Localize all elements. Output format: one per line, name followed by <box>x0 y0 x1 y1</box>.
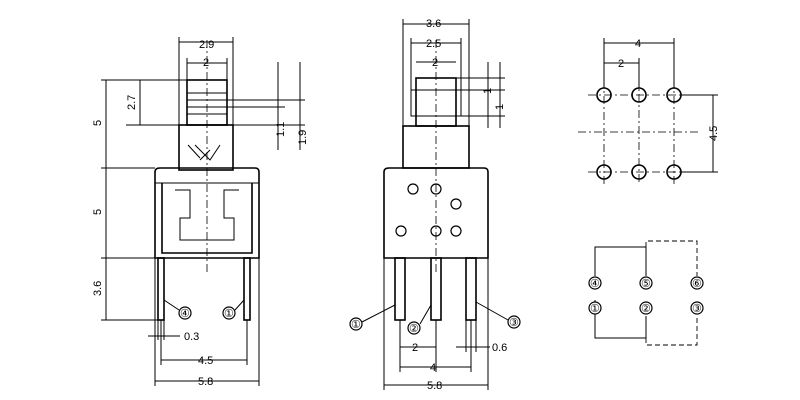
left-housing <box>154 167 260 259</box>
left-pin-label-4: ④ <box>180 308 190 320</box>
mid-pin-label-3: ③ <box>509 317 519 329</box>
mid-dim-body-width: 5.8 <box>427 380 442 392</box>
mid-dim-pin-width: 0.6 <box>492 342 507 354</box>
dim-h-mid: 5 <box>92 209 104 215</box>
fp-dim-row: 4.5 <box>708 126 720 141</box>
dim-top-inner: 2 <box>203 57 209 69</box>
mid-hole <box>450 198 462 210</box>
mid-pin-1 <box>394 257 406 321</box>
mid-pin-label-2: ② <box>409 323 419 335</box>
fp-dim-pitch: 2 <box>618 58 624 70</box>
sch-label-3: ③ <box>692 303 702 315</box>
dim-stem: 2.7 <box>126 95 138 110</box>
footprint-view: 4 2 4.5 <box>578 38 720 186</box>
sch-label-4: ④ <box>590 278 600 290</box>
fp-dim-total: 4 <box>635 38 641 50</box>
left-plunger <box>186 79 228 126</box>
dim-pin-width: 0.3 <box>184 331 199 343</box>
sch-label-1: ① <box>590 303 600 315</box>
sch-label-2: ② <box>641 303 651 315</box>
mid-hole <box>395 225 407 237</box>
left-latch-mark <box>187 144 221 161</box>
left-pin-1 <box>243 257 251 321</box>
dim-step-a: 1.1 <box>275 122 287 137</box>
mid-dim-mid: 2.5 <box>426 38 441 50</box>
mid-pin-3 <box>465 257 477 321</box>
mid-dim-step-1: 1 <box>482 88 494 94</box>
dim-pin-pitch: 4.5 <box>198 355 213 367</box>
dim-step-b: 1.9 <box>297 130 309 145</box>
footprint-hole <box>596 164 612 180</box>
sch-label-6: ⑥ <box>692 278 702 290</box>
dim-body-width: 5.8 <box>198 376 213 388</box>
sch-label-5: ⑤ <box>641 278 651 290</box>
left-view: 2.9 2 5 5 3.6 2.7 1.1 1.9 ④ ① <box>92 37 309 388</box>
dim-h-pin: 3.6 <box>92 281 104 296</box>
mid-dim-pitch-small: 2 <box>412 342 418 354</box>
dim-h-upper: 5 <box>92 120 104 126</box>
footprint-hole <box>631 164 647 180</box>
mid-dim-step-2: 1 <box>494 104 506 110</box>
mid-dim-outer: 3.6 <box>426 18 441 30</box>
mid-pin-label-1: ① <box>351 319 361 331</box>
mid-dim-inner: 2 <box>432 57 438 69</box>
mid-dim-pin-pitch: 4 <box>430 362 436 374</box>
mid-hole <box>407 183 419 195</box>
middle-view: 3.6 2.5 2 1 1 ① ② ③ 2 0.6 4 <box>349 18 521 392</box>
left-pin-label-1: ① <box>224 308 234 320</box>
mid-hole <box>450 225 462 237</box>
schematic-view: ④ ⑤ ⑥ ① ② ③ <box>588 240 704 346</box>
left-collar <box>178 124 234 171</box>
dim-top-outer: 2.9 <box>199 39 214 51</box>
left-pin-4 <box>157 257 165 321</box>
mid-housing <box>383 167 489 259</box>
mid-plunger <box>415 77 457 127</box>
